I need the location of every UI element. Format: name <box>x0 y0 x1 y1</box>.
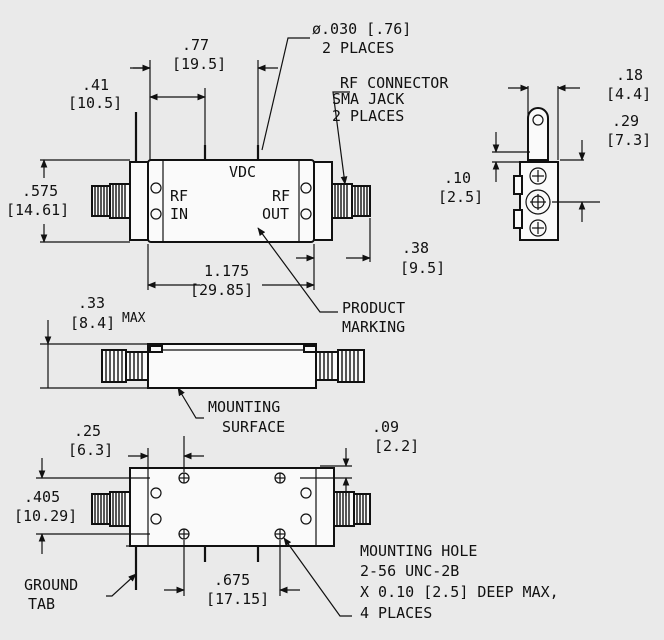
mounting-label: MOUNTING <box>208 398 280 416</box>
screw-icon <box>150 182 162 194</box>
sma-connector-left <box>91 183 131 219</box>
connector-face-icon <box>525 189 551 215</box>
sma-connector-right <box>331 183 371 219</box>
two-places-label: 2 PLACES <box>322 39 394 57</box>
dim-10: .10 <box>444 169 471 187</box>
dim-575-mm: [14.61] <box>6 201 69 219</box>
marking-label: MARKING <box>342 318 405 336</box>
dim-41: .41 <box>82 76 109 94</box>
top-view: VDC RF IN RF OUT .575 [14.61] .41 [10.5]… <box>6 20 449 336</box>
dim-1175-mm: [29.85] <box>190 281 253 299</box>
screw-icon <box>300 208 312 220</box>
screw-icon <box>150 487 162 499</box>
leader-product-marking <box>257 227 338 313</box>
product-label: PRODUCT <box>342 299 405 317</box>
sma-connector-right <box>333 491 371 527</box>
screw-icon <box>150 513 162 525</box>
dim-575: .575 <box>22 182 58 200</box>
two-places-label: 2 PLACES <box>332 107 404 125</box>
max-label: MAX <box>122 311 146 326</box>
screw-icon <box>529 219 547 237</box>
dim-33: .33 <box>78 294 105 312</box>
rf-in-label: RF <box>170 187 188 205</box>
dim-25: .25 <box>74 422 101 440</box>
dim-675: .675 <box>214 571 250 589</box>
leader-ground-tab <box>106 573 137 597</box>
leader-rf-connector <box>332 91 350 185</box>
dim-77-mm: [19.5] <box>172 55 226 73</box>
bottom-view: .25 [6.3] .09 [2.2] .405 [10.29] .675 [1… <box>14 418 559 622</box>
rf-connector-label: RF CONNECTOR <box>340 74 449 92</box>
sma-connector-right <box>315 349 365 383</box>
mounting-hole-icon <box>274 528 286 540</box>
dim-10-mm: [2.5] <box>438 188 483 206</box>
mounting-hole-icon <box>178 472 190 484</box>
dim-41-mm: [10.5] <box>68 94 122 112</box>
side-body <box>147 343 317 389</box>
dim-18: .18 <box>616 66 643 84</box>
mounting-hole-label: MOUNTING HOLE <box>360 542 477 560</box>
dim-1175: 1.175 <box>204 262 249 280</box>
mounting-hole-icon <box>274 472 286 484</box>
dim-25-mm: [6.3] <box>68 441 113 459</box>
tab-top <box>527 107 549 161</box>
sma-jack-label: SMA JACK <box>332 90 404 108</box>
dim-675-mm: [17.15] <box>206 590 269 608</box>
leader-mounting-surface <box>177 387 204 419</box>
dim-09-mm: [2.2] <box>374 437 419 455</box>
dim-405-mm: [10.29] <box>14 507 77 525</box>
thread-spec-label: 2-56 UNC-2B <box>360 562 459 580</box>
surface-label: SURFACE <box>222 418 285 436</box>
dim-dia-030: ø.030 [.76] <box>312 20 411 38</box>
ground-label: GROUND <box>24 576 78 594</box>
bottom-plate <box>129 467 335 547</box>
screw-icon <box>300 513 312 525</box>
sma-connector-left <box>91 491 131 527</box>
sma-connector-left <box>101 349 149 383</box>
dim-38-mm: [9.5] <box>400 259 445 277</box>
dim-09: .09 <box>372 418 399 436</box>
dim-29-mm: [7.3] <box>606 131 651 149</box>
side-view: .33 [8.4] MAX MOUNTING SURFACE <box>40 294 365 436</box>
depth-label: X 0.10 [2.5] DEEP MAX, <box>360 583 559 601</box>
dim-18-mm: [4.4] <box>606 85 651 103</box>
tab-label: TAB <box>28 595 55 613</box>
leader-dia <box>261 37 310 151</box>
left-flange <box>129 161 149 241</box>
leader-mounting-hole <box>283 537 352 617</box>
four-places-label: 4 PLACES <box>360 604 432 622</box>
end-view: .18 [4.4] .29 [7.3] .10 [2.5] <box>438 66 651 241</box>
dim-405: .405 <box>24 488 60 506</box>
mounting-hole-icon <box>178 528 190 540</box>
rf-in-label: IN <box>170 205 188 223</box>
vdc-label: VDC <box>229 163 256 181</box>
screw-icon <box>529 167 547 185</box>
rf-out-label: RF <box>272 187 290 205</box>
dim-29: .29 <box>612 112 639 130</box>
dim-77: .77 <box>182 36 209 54</box>
screw-icon <box>300 182 312 194</box>
screw-icon <box>300 487 312 499</box>
rf-out-label: OUT <box>262 205 289 223</box>
screw-icon <box>150 208 162 220</box>
right-flange <box>313 161 333 241</box>
dim-33-mm: [8.4] <box>70 314 115 332</box>
dim-38: .38 <box>402 239 429 257</box>
